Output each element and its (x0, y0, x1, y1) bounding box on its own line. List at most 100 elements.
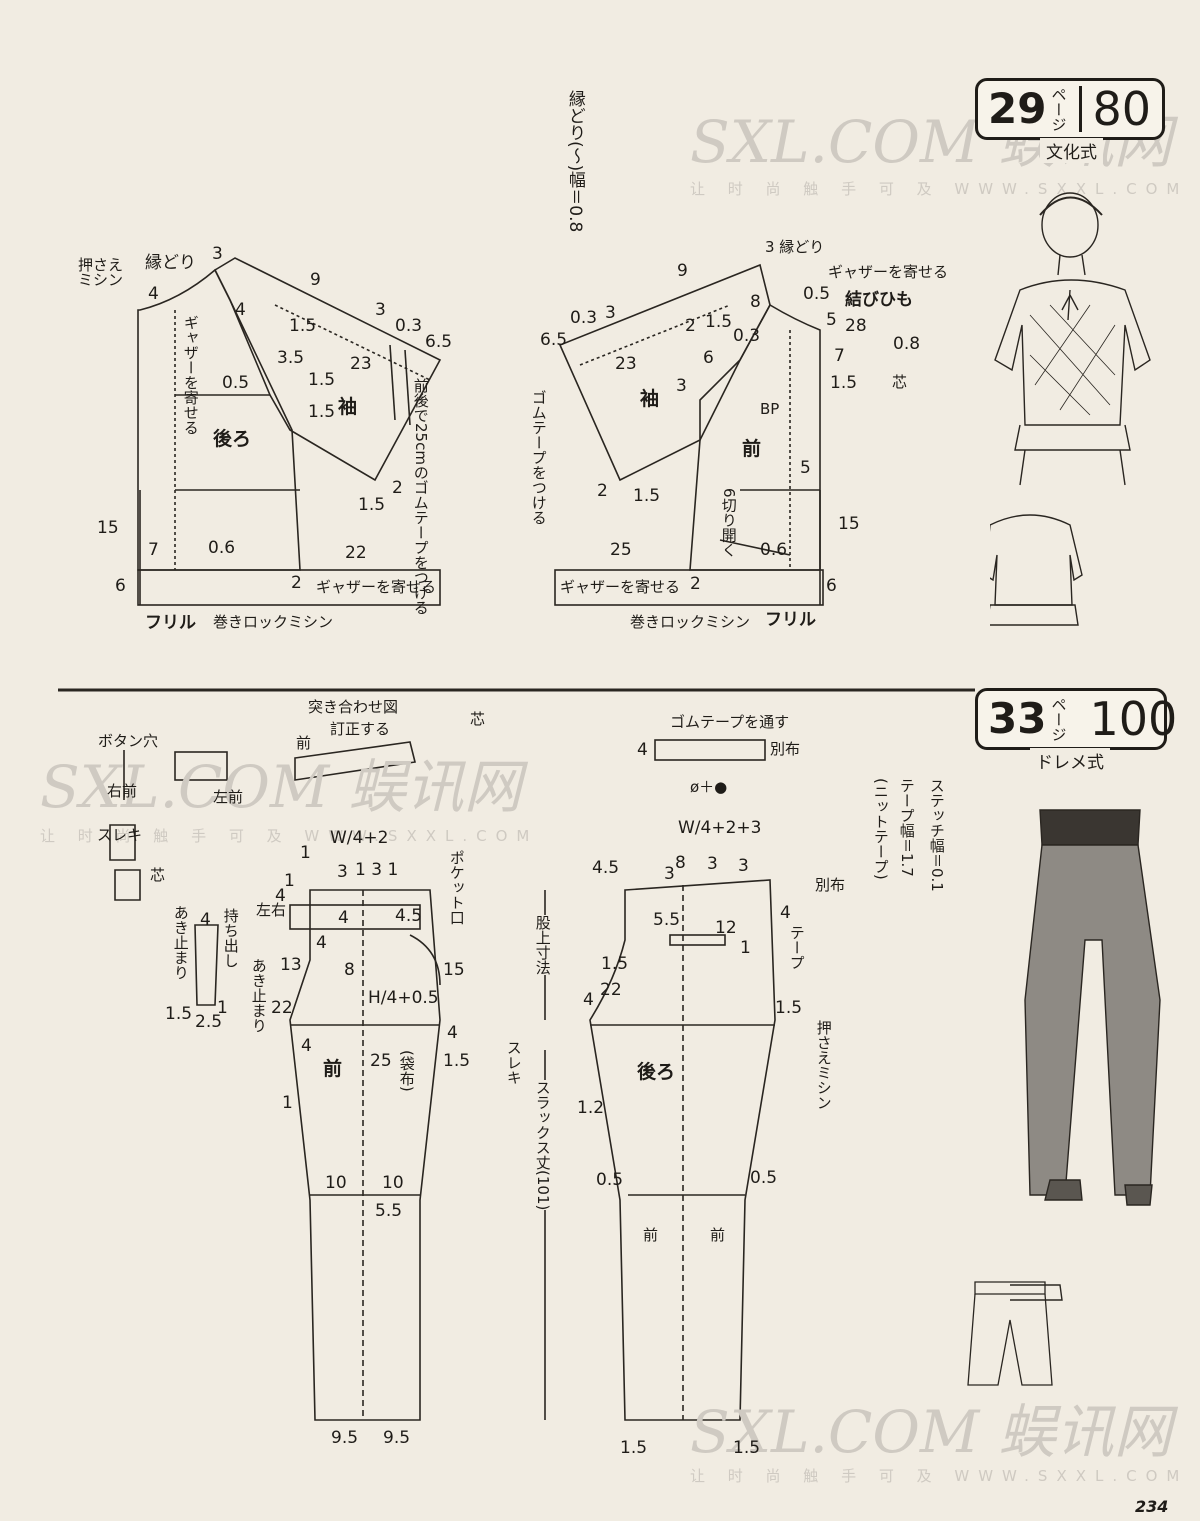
measure: 3 (605, 303, 616, 323)
measure: 8 (750, 292, 761, 312)
measure: 4 (780, 903, 791, 923)
measure: 10 (382, 1173, 404, 1193)
front-panel-label: 前 (742, 438, 762, 460)
measure: 2 (690, 574, 701, 594)
size-badge-top: 29 ページ 80 (975, 78, 1165, 140)
mochidashi-piece (194, 924, 219, 1006)
betsununo2-label: 別布 (815, 876, 846, 894)
measure: 1 (282, 1093, 293, 1113)
back-bodice-outline (137, 268, 301, 571)
left-front-label: 左前 (213, 788, 244, 806)
crotch-depth-label: 股上寸法 (533, 915, 552, 975)
measure: 1.5 (633, 486, 661, 506)
w4-formula: W/4+2 (330, 828, 389, 848)
measure: 4 (301, 1036, 312, 1056)
measure: 4 (583, 990, 594, 1010)
measure: 4 (447, 1023, 458, 1043)
tsukiawase-front-label: 前 (296, 734, 312, 752)
measure: 2 (597, 481, 608, 501)
measure: 1 3 1 (355, 860, 399, 880)
badge-size: 100 (1089, 692, 1178, 746)
measure: 4 (637, 740, 648, 760)
size-badge-bottom: 33 ページ 100 (975, 688, 1177, 750)
gather-vertical-label: ギャザーを寄せる (181, 315, 200, 435)
measure: 0.8 (893, 334, 921, 354)
fuchidori-right-label: 3 縁どり (765, 238, 825, 256)
page-number: 234 (1135, 1497, 1169, 1516)
osae-mishin-label: 押さえ ミシン (78, 256, 124, 289)
tsukiawase-waistband (294, 741, 416, 781)
slacks-length-label: スラックス丈(101) (533, 1080, 552, 1211)
measure: 1.5 (289, 316, 317, 336)
hem-front-label-1: 前 (643, 1226, 659, 1244)
measure: 6 (115, 576, 126, 596)
measure: 28 (845, 316, 867, 336)
badge-page-unit: ページ (1049, 86, 1068, 132)
watermark-bottom-tagline: 让 时 尚 触 手 可 及 WWW.SXXL.COM (690, 1467, 1189, 1485)
measure: 1 (740, 938, 751, 958)
measure: 3 (707, 854, 718, 874)
watermark-top-tagline: 让 时 尚 触 手 可 及 WWW.SXXL.COM (690, 180, 1189, 198)
mochidashi-label: 持ち出し (221, 908, 240, 968)
badge-page-number: 33 (988, 694, 1047, 743)
teisei-label: 訂正する (330, 720, 391, 738)
watermark-mid: SXL.COM 蜈讯网 (40, 753, 522, 821)
measure: 12 (715, 918, 737, 938)
measure: 1 (300, 843, 311, 863)
measure: 4 (316, 933, 327, 953)
measure: 1.5 (830, 373, 858, 393)
measure: 9 (677, 261, 688, 281)
elastic-casing-strip (654, 739, 766, 761)
elastic-note: 前後で25cmのゴムテープをつける (411, 378, 430, 615)
measure: 4 (235, 300, 246, 320)
measure: 2 (685, 316, 696, 336)
measure: 6.5 (425, 332, 453, 352)
back-pants-outline (589, 879, 776, 1421)
measure: 1.5 (358, 495, 386, 515)
measure: 15 (97, 518, 119, 538)
fukuro-label: (袋布) (397, 1050, 416, 1092)
measure: 5.5 (375, 1201, 403, 1221)
rolled-hem-left: 巻きロックミシン (213, 613, 334, 631)
back-sleeve-outline (213, 257, 442, 482)
frill-left-label: フリル (145, 613, 196, 633)
measure: 0.6 (208, 538, 236, 558)
back-panel-label: 後ろ (213, 428, 252, 450)
measure: 0.6 (760, 540, 788, 560)
musubi-label: 結びひも (845, 290, 913, 310)
measure: 0.5 (803, 284, 831, 304)
watermark-mid-tagline: 让 时 尚 触 手 可 及 WWW.SXXL.COM (40, 827, 539, 845)
pants-illustration (1010, 809, 1161, 1301)
measure: 9.5 (331, 1428, 359, 1448)
measure: 5 (826, 310, 837, 330)
measure: 3.5 (277, 348, 305, 368)
sleeve-left-label: 袖 (338, 396, 358, 418)
osae-label: 押さえミシン (814, 1020, 833, 1110)
measure: 9 (310, 270, 321, 290)
measure: 23 (615, 354, 637, 374)
button-hole-detail (109, 750, 228, 901)
watermark-bottom: SXL.COM 蜈讯网 (690, 1398, 1172, 1466)
gather-right-label: ギャザーを寄せる (828, 263, 949, 281)
tape-width-note: テープ幅＝1.7 (897, 778, 916, 877)
elastic-right-note: ゴムテープをつける (529, 390, 548, 525)
measure: 1 (284, 871, 295, 891)
back-pants-label: 後ろ (637, 1061, 676, 1083)
measure: 7 (148, 540, 159, 560)
badge-style-top: 文化式 (1040, 138, 1103, 163)
shin-label: 芯 (150, 866, 166, 884)
measure: 1.5 (308, 402, 336, 422)
measure: 2 (291, 573, 302, 593)
akidomari2-label: あき止まり (249, 958, 268, 1033)
measure: 5 (800, 458, 811, 478)
measure: 1.2 (577, 1098, 605, 1118)
tsukiawase-label: 突き合わせ図 (308, 698, 399, 716)
measure: 22 (600, 980, 622, 1000)
measure: 23 (350, 354, 372, 374)
measure: 3 (738, 856, 749, 876)
measure: 1.5 (775, 998, 803, 1018)
gather-bottom-right: ギャザーを寄せる (560, 578, 681, 596)
measure: 3 (676, 376, 687, 396)
measure: 8 (344, 960, 355, 980)
